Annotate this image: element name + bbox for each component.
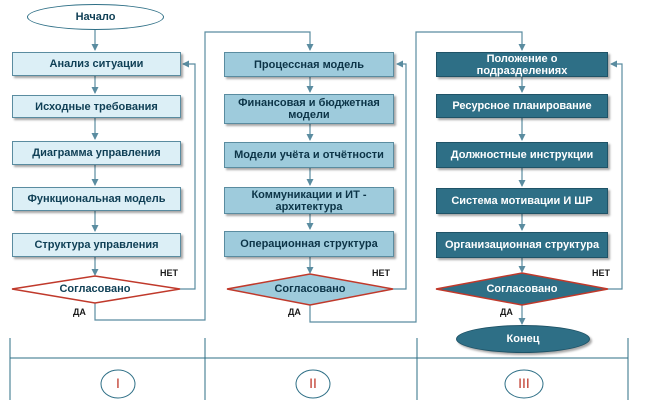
step-operational-structure: Операционная структура [224,231,394,257]
decision-label-1: Согласовано [59,283,131,295]
no-label-2: НЕТ [372,268,390,278]
decision-diamond-3 [435,272,609,306]
start-oval: Начало [27,4,164,30]
decision-label-2: Согласовано [274,283,346,295]
phase-circle-1 [100,369,136,399]
step-motivation-system: Система мотивации И ШР [436,188,608,214]
decision-diamond-2 [226,273,394,306]
phase-label-3: III [518,375,530,391]
step-resource-planning: Ресурсное планирование [436,94,608,118]
col2-connectors [306,31,526,323]
step-management-diagram: Диаграмма управления [12,141,181,165]
step-functional-model: Функциональная модель [12,187,181,211]
step-organizational-structure: Организационная структура [436,232,608,258]
decision-diamond-1 [11,275,181,304]
col1-connectors [91,30,314,321]
step-financial-budget-models: Финансовая и бюджетная модели [224,94,394,124]
col3-connectors [518,60,623,325]
phase-circle-3 [504,369,544,399]
step-accounting-reporting-models: Модели учёта и отчётности [224,142,394,168]
phase-axis [9,338,629,400]
step-management-structure: Структура управления [12,233,181,257]
yes-label-3: ДА [500,307,513,317]
step-initial-requirements: Исходные требования [12,95,181,118]
step-job-descriptions: Должностные инструкции [436,142,608,168]
no-label-3: НЕТ [592,268,610,278]
phase-label-1: I [116,375,120,391]
phase-label-2: II [309,375,317,391]
step-communications-it: Коммуникации и ИТ - архитектура [224,187,394,214]
no-label-1: НЕТ [160,268,178,278]
decision-label-3: Согласовано [486,283,558,295]
phase-circle-2 [295,369,331,399]
step-situation-analysis: Анализ ситуации [12,52,181,76]
end-oval: Конец [456,325,590,353]
yes-label-1: ДА [73,307,86,317]
step-division-regulations: Положение о подразделениях [436,52,608,77]
yes-label-2: ДА [288,307,301,317]
step-process-model: Процессная модель [224,52,394,77]
